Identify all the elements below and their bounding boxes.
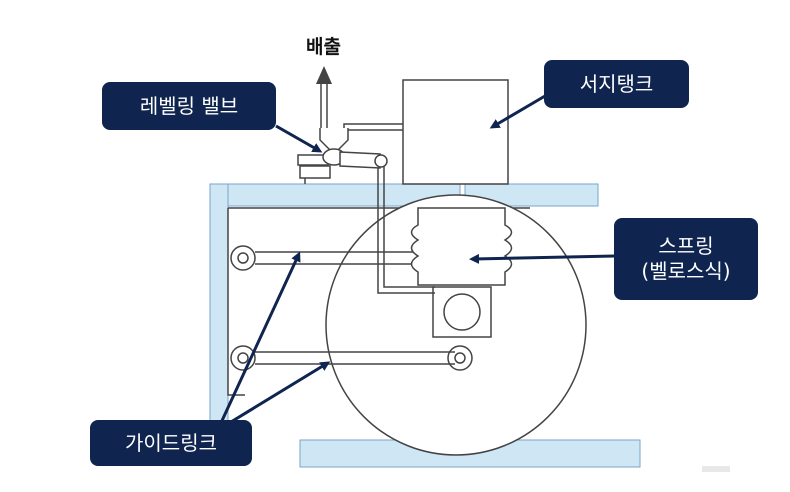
reservoir-tank-label-text: 서지탱크 xyxy=(579,71,654,96)
leveling-valve-label: 레벨링 밸브 xyxy=(102,82,276,130)
guide-link-label: 가이드링크 xyxy=(90,420,252,466)
spring-label-text: 스프링 (벨로스식) xyxy=(641,234,731,283)
exhaust-pipe xyxy=(320,80,328,128)
leveling-rod xyxy=(377,165,435,294)
pointer-arrows xyxy=(218,94,616,427)
guide-links xyxy=(230,245,473,371)
pointer-arrow-icon xyxy=(469,253,616,264)
pointer-arrow-icon xyxy=(218,251,301,426)
leveling-valve xyxy=(297,123,403,184)
bellows-spring xyxy=(410,207,513,286)
axle-box xyxy=(432,286,492,338)
reservoir-tank-label: 서지탱크 xyxy=(544,60,689,108)
pointer-arrow-icon xyxy=(225,361,331,427)
spring-label: 스프링 (벨로스식) xyxy=(614,218,758,300)
pointer-arrow-icon xyxy=(275,124,323,153)
up-arrow-icon xyxy=(316,66,332,84)
guide-link-label-text: 가이드링크 xyxy=(125,430,217,455)
reservoir-tank xyxy=(402,79,509,185)
pointer-arrow-icon xyxy=(489,94,546,129)
corner-mark xyxy=(702,466,730,472)
leveling-valve-label-text: 레벨링 밸브 xyxy=(139,93,239,118)
exhaust-label: 배출 xyxy=(306,36,341,58)
